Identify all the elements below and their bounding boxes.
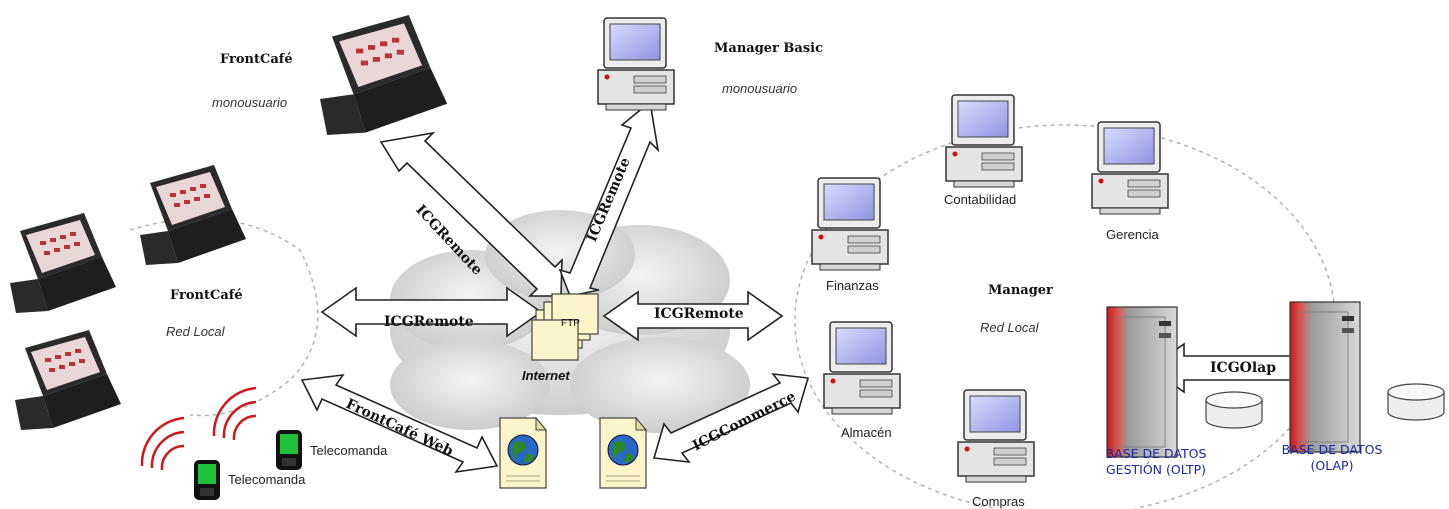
compras-pc-icon (957, 389, 1035, 483)
wireless-signal-icon (140, 386, 257, 471)
internet-label: Internet (522, 368, 570, 383)
compras-label: Compras (972, 494, 1025, 509)
frontcafe-red-subtitle: Red Local (166, 324, 225, 339)
pos-terminal-icon (10, 213, 116, 313)
finanzas-pc-icon (811, 177, 889, 271)
almacen-label: Almacén (841, 425, 892, 440)
pos-terminal-mono-icon (320, 15, 448, 136)
oltp-caption-line2: GESTIÓN (OLTP) (1105, 462, 1206, 477)
manager-red-subtitle: Red Local (980, 320, 1039, 335)
pos-terminal-icon (140, 165, 246, 265)
ftp-label: FTP (561, 318, 580, 329)
olap-caption-line2: (OLAP) (1310, 458, 1354, 473)
gerencia-pc-icon (1091, 121, 1169, 215)
contabilidad-label: Contabilidad (944, 192, 1017, 207)
manager-basic-subtitle: monousuario (722, 81, 798, 96)
oltp-disk-icon (1205, 391, 1263, 429)
frontcafe-red-title: FrontCafé (170, 288, 243, 303)
contabilidad-pc-icon (945, 94, 1023, 188)
almacen-pc-icon (823, 321, 901, 415)
finanzas-label: Finanzas (826, 278, 879, 293)
icgolap-label: ICGOlap (1210, 360, 1277, 376)
web-document-icon (499, 417, 547, 489)
oltp-server-icon (1106, 306, 1178, 458)
olap-disk-icon (1387, 383, 1445, 421)
handheld-icon (194, 460, 220, 500)
olap-server-icon (1289, 301, 1361, 453)
icgremote-manager-label: ICGRemote (654, 306, 744, 322)
telecomanda-label: Telecomanda (310, 443, 388, 458)
icgremote-frontred-label: ICGRemote (384, 314, 474, 330)
frontcafe-mono-title: FrontCafé (220, 52, 293, 67)
frontcafe-web-arrow (300, 373, 499, 474)
manager-red-title: Manager (988, 283, 1053, 298)
icgcommerce-arrow (652, 372, 810, 464)
olap-caption-line1: BASE DE DATOS (1281, 442, 1383, 457)
oltp-caption-line1: BASE DE DATOS (1105, 446, 1207, 461)
handheld-icon (276, 430, 302, 470)
commerce-document-icon (599, 417, 647, 489)
manager-basic-title: Manager Basic (714, 41, 824, 56)
gerencia-label: Gerencia (1106, 227, 1159, 242)
icgremote-manager-arrow (602, 290, 784, 342)
manager-basic-pc-icon (597, 17, 675, 111)
ftp-folder-icon (531, 293, 599, 361)
telecomanda-label: Telecomanda (228, 472, 306, 487)
pos-terminal-icon (15, 330, 121, 430)
oltp-caption: BASE DE DATOS GESTIÓN (OLTP) (1096, 446, 1216, 478)
olap-caption: BASE DE DATOS (OLAP) (1272, 442, 1392, 474)
frontcafe-mono-subtitle: monousuario (212, 95, 288, 110)
